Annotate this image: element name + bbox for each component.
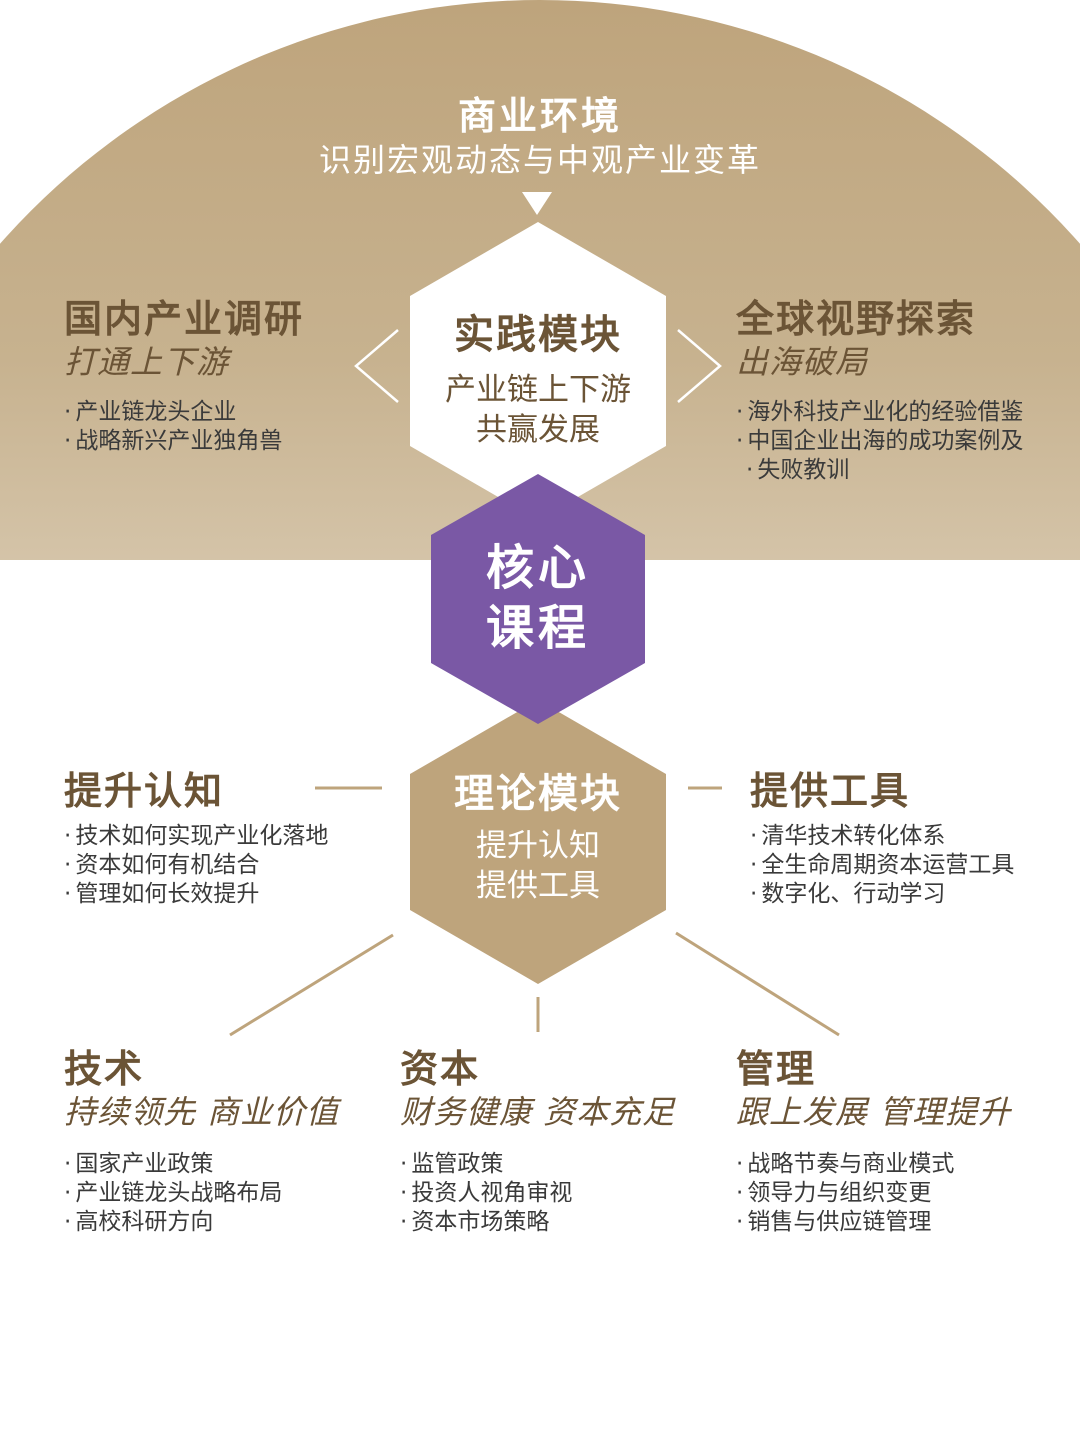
capital-list: 监管政策 投资人视角审视 资本市场策略 (400, 1150, 675, 1237)
list-item: 管理如何长效提升 (64, 880, 328, 909)
technology-block: 技术 持续领先 商业价值 国家产业政策 产业链龙头战略布局 高校科研方向 (64, 1046, 339, 1237)
management-list: 战略节奏与商业模式 领导力与组织变更 销售与供应链管理 (736, 1150, 1011, 1237)
management-subtitle: 跟上发展 管理提升 (736, 1093, 1012, 1131)
business-environment-subtitle: 识别宏观动态与中观产业变革 (318, 141, 761, 179)
list-item: 产业链龙头战略布局 (64, 1179, 339, 1208)
capital-block: 资本 财务健康 资本充足 监管政策 投资人视角审视 资本市场策略 (400, 1046, 675, 1237)
connector-bottom-left (229, 933, 394, 1037)
improve-cognition-title: 提升认知 (64, 769, 225, 813)
business-environment: 商业环境 识别宏观动态与中观产业变革 (0, 92, 1080, 180)
global-exploration-list: 海外科技产业化的经验借鉴 中国企业出海的成功案例及 失败教训 (736, 398, 1023, 485)
list-item: 监管政策 (400, 1150, 675, 1179)
list-item: 销售与供应链管理 (736, 1208, 1011, 1237)
list-item: 清华技术转化体系 (750, 822, 1014, 851)
global-exploration-title: 全球视野探索 (736, 297, 977, 341)
global-exploration-subtitle: 出海破局 (736, 343, 869, 381)
core-course-line2: 课程 (485, 600, 590, 656)
list-item: 技术如何实现产业化落地 (64, 822, 328, 851)
theory-module: 理论模块 提升认知 提供工具 (410, 768, 666, 906)
theory-module-title: 理论模块 (454, 771, 622, 817)
practice-module-title: 实践模块 (454, 312, 622, 358)
management-title: 管理 (736, 1047, 817, 1091)
list-item: 海外科技产业化的经验借鉴 (736, 398, 1023, 427)
list-item: 投资人视角审视 (400, 1179, 675, 1208)
domestic-research-list: 产业链龙头企业 战略新兴产业独角兽 (64, 398, 304, 456)
down-arrow-icon (522, 192, 552, 215)
list-item: 领导力与组织变更 (736, 1179, 1011, 1208)
list-item: 产业链龙头企业 (64, 398, 304, 427)
theory-module-line1: 提升认知 (476, 828, 600, 864)
list-item: 战略节奏与商业模式 (736, 1150, 1011, 1179)
practice-module: 实践模块 产业链上下游 共赢发展 (410, 308, 666, 450)
capital-subtitle: 财务健康 资本充足 (400, 1093, 676, 1131)
improve-cognition-block: 提升认知 技术如何实现产业化落地 资本如何有机结合 管理如何长效提升 (64, 768, 328, 909)
domestic-research-subtitle: 打通上下游 (64, 343, 230, 381)
list-item: 国家产业政策 (64, 1150, 339, 1179)
improve-cognition-list: 技术如何实现产业化落地 资本如何有机结合 管理如何长效提升 (64, 822, 328, 909)
domestic-research-block: 国内产业调研 打通上下游 产业链龙头企业 战略新兴产业独角兽 (64, 296, 304, 456)
core-hexagon (431, 474, 645, 724)
chevron-left-icon (354, 329, 399, 403)
practice-module-line2: 共赢发展 (476, 412, 600, 448)
practice-module-line1: 产业链上下游 (445, 372, 631, 408)
provide-tools-title: 提供工具 (750, 769, 911, 813)
list-item: 资本如何有机结合 (64, 851, 328, 880)
list-item: 资本市场策略 (400, 1208, 675, 1237)
list-item: 数字化、行动学习 (750, 880, 1014, 909)
practice-hexagon (410, 222, 666, 520)
chevron-right-icon (677, 329, 722, 403)
technology-subtitle: 持续领先 商业价值 (64, 1093, 340, 1131)
domestic-research-title: 国内产业调研 (64, 297, 305, 341)
technology-title: 技术 (64, 1047, 145, 1091)
connector-bottom-right (675, 931, 840, 1037)
provide-tools-block: 提供工具 清华技术转化体系 全生命周期资本运营工具 数字化、行动学习 (750, 768, 1014, 909)
global-exploration-block: 全球视野探索 出海破局 海外科技产业化的经验借鉴 中国企业出海的成功案例及 失败… (736, 296, 1023, 485)
provide-tools-list: 清华技术转化体系 全生命周期资本运营工具 数字化、行动学习 (750, 822, 1014, 909)
technology-list: 国家产业政策 产业链龙头战略布局 高校科研方向 (64, 1150, 339, 1237)
list-item-continued: 失败教训 (736, 456, 1023, 485)
core-course: 核心 课程 (431, 538, 645, 658)
business-environment-title: 商业环境 (457, 94, 622, 138)
theory-hexagon (410, 700, 666, 984)
list-item: 战略新兴产业独角兽 (64, 427, 304, 456)
theory-module-line2: 提供工具 (476, 868, 600, 904)
list-item: 高校科研方向 (64, 1208, 339, 1237)
capital-title: 资本 (400, 1047, 481, 1091)
management-block: 管理 跟上发展 管理提升 战略节奏与商业模式 领导力与组织变更 销售与供应链管理 (736, 1046, 1011, 1237)
core-course-line1: 核心 (485, 540, 590, 596)
list-item: 中国企业出海的成功案例及 (736, 427, 1023, 456)
list-item: 全生命周期资本运营工具 (750, 851, 1014, 880)
